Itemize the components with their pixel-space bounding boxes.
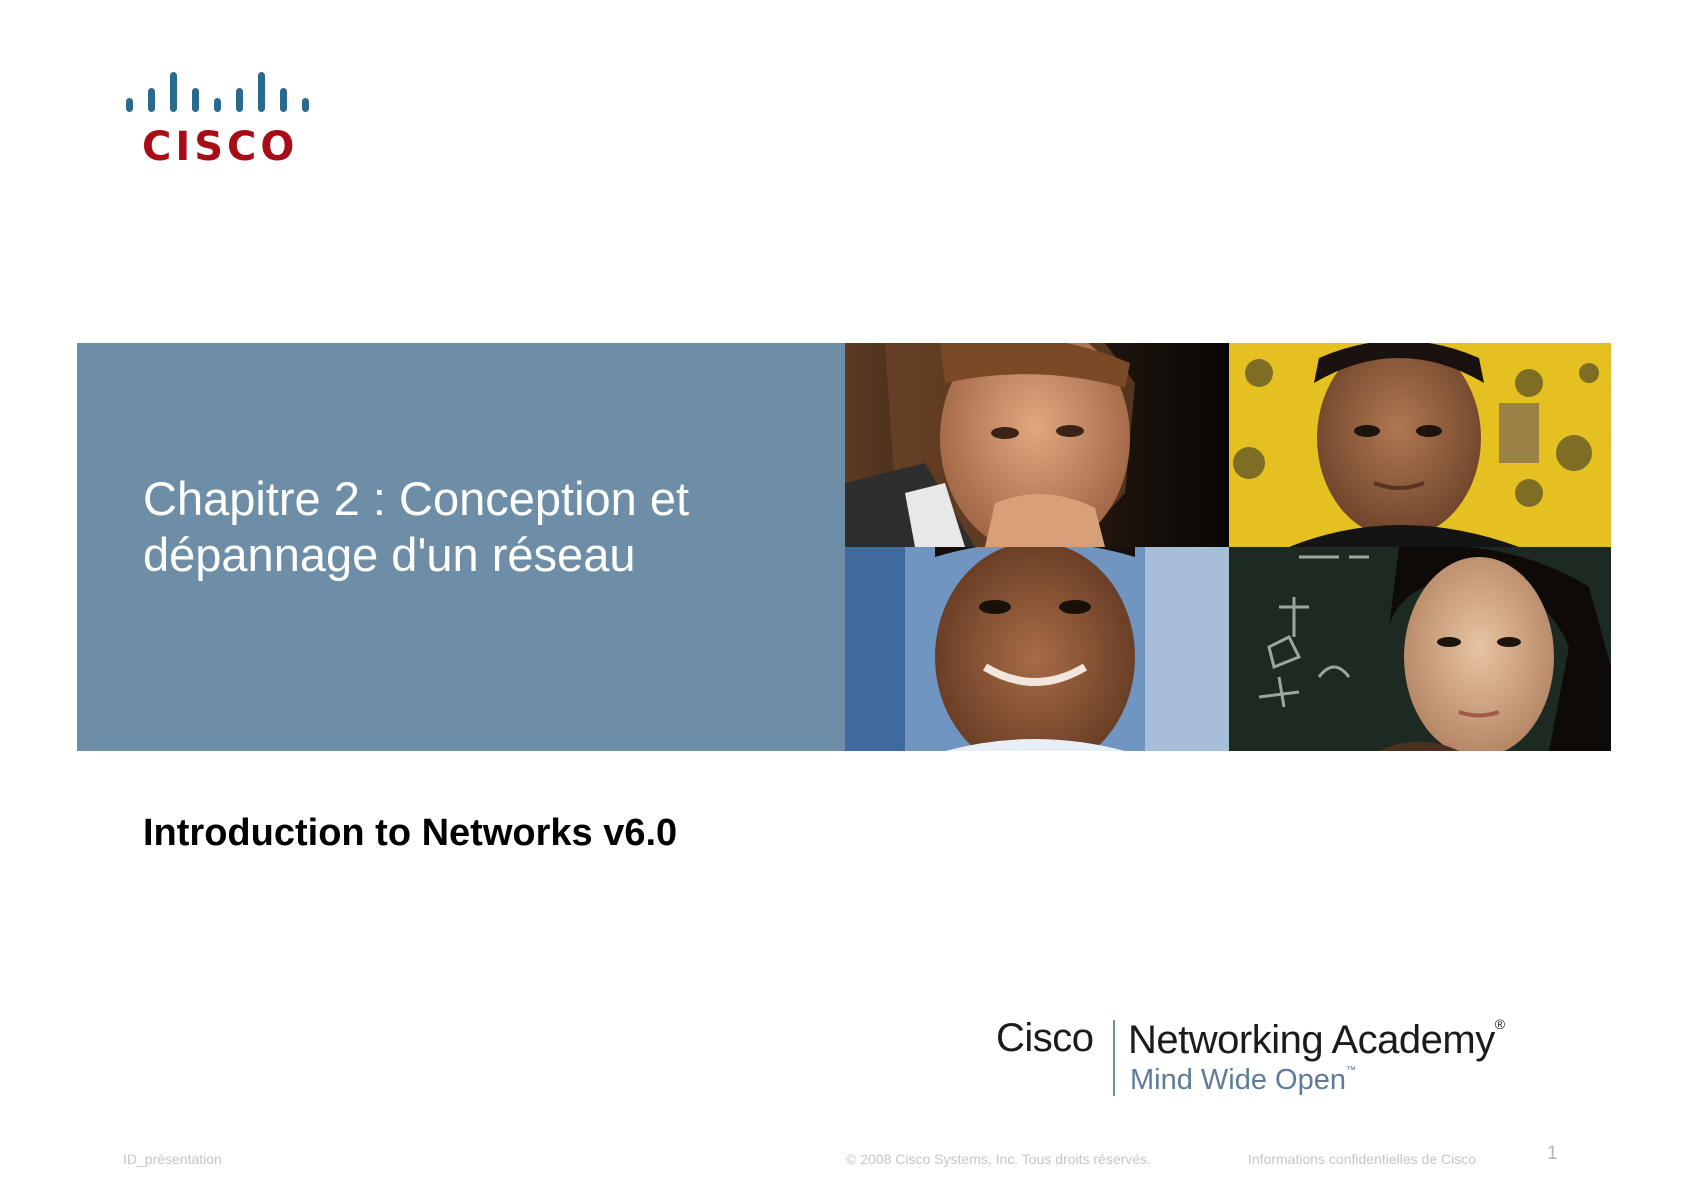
cisco-logo: CISCO [124, 70, 314, 170]
course-subtitle: Introduction to Networks v6.0 [143, 812, 678, 854]
cisco-wordmark: CISCO [142, 124, 299, 170]
networking-academy-logo: Cisco Networking Academy® Mind Wide Open… [996, 1016, 1566, 1106]
slide-title-line-1: Chapitre 2 : Conception et [143, 472, 690, 525]
academy-divider [1113, 1020, 1115, 1096]
cisco-bars-icon [126, 72, 309, 112]
photo-collage [845, 343, 1611, 751]
footer-presentation-id: ID_présentation [123, 1151, 222, 1167]
page-number: 1 [1547, 1143, 1558, 1164]
academy-cisco-text: Cisco [996, 1016, 1094, 1060]
academy-name: Networking Academy® [1128, 1016, 1505, 1063]
trademark-mark: ™ [1346, 1065, 1356, 1076]
title-banner: Chapitre 2 : Conception et dépannage d'u… [77, 343, 1611, 751]
footer-copyright: © 2008 Cisco Systems, Inc. Tous droits r… [846, 1151, 1151, 1167]
smiling-man-photo [845, 547, 1229, 751]
man-thinking-photo [845, 343, 1229, 547]
slide-title-line-2: dépannage d'un réseau [143, 528, 636, 581]
academy-tagline: Mind Wide Open™ [1130, 1064, 1356, 1097]
registered-mark: ® [1494, 1016, 1506, 1032]
academy-name-text: Networking Academy [1128, 1018, 1495, 1062]
footer-confidential: Informations confidentielles de Cisco [1248, 1151, 1477, 1167]
title-panel: Chapitre 2 : Conception et dépannage d'u… [77, 343, 845, 751]
slide-title: Chapitre 2 : Conception et dépannage d'u… [143, 471, 823, 583]
young-woman-photo [1229, 547, 1611, 751]
academy-tagline-text: Mind Wide Open [1130, 1064, 1346, 1096]
young-man-photo [1229, 343, 1611, 547]
